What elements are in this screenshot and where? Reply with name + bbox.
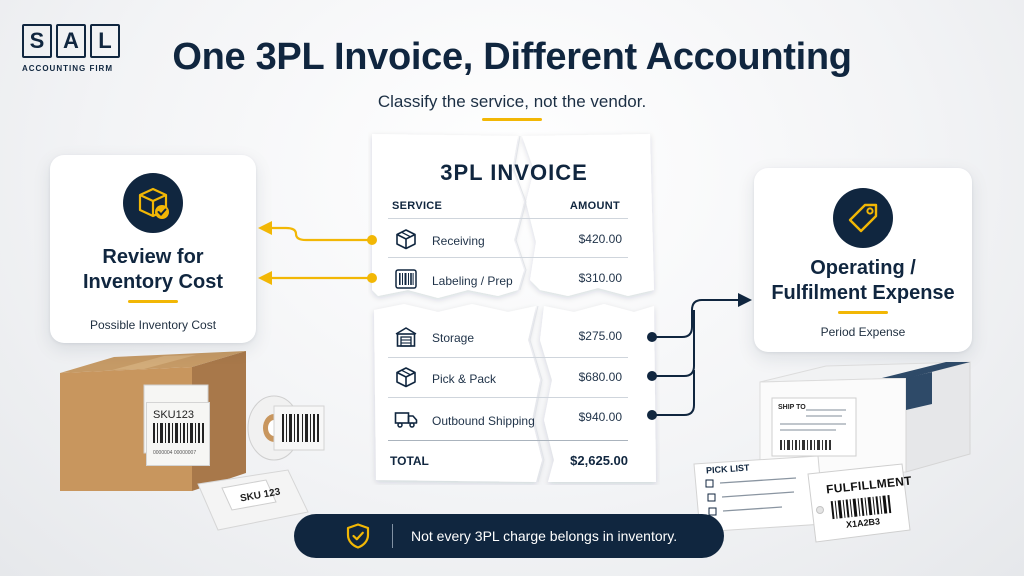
warehouse-icon: [395, 327, 417, 347]
invoice-row-amount: $310.00: [578, 271, 622, 285]
invoice-column-amount: AMOUNT: [569, 200, 620, 212]
invoice-row-label: Storage: [432, 331, 475, 345]
operating-expense-card-title: Operating / Fulfilment Expense: [754, 256, 972, 306]
banner-text: Not every 3PL charge belongs in inventor…: [411, 528, 678, 544]
key-message-banner: Not every 3PL charge belongs in inventor…: [294, 514, 724, 558]
arrow-receiving-to-inventory: [270, 226, 370, 242]
box-icon: [396, 229, 416, 250]
subtitle-underline: [482, 118, 542, 121]
connector-dot: [647, 410, 657, 420]
invoice-row-label: Outbound Shipping: [432, 414, 535, 428]
operating-expense-card: Operating / Fulfilment Expense Period Ex…: [754, 168, 972, 352]
connector-dot: [647, 371, 657, 381]
logo-letter-a: A: [56, 24, 86, 58]
logo-letter-l: L: [90, 24, 120, 58]
invoice-row-label: Receiving: [432, 234, 485, 248]
white-shipping-box-illustration: [759, 361, 971, 475]
invoice-row-divider: [388, 357, 628, 358]
invoice-row-amount: $680.00: [578, 370, 622, 384]
banner-divider: [392, 524, 393, 548]
logo-letter-s: S: [22, 24, 52, 58]
box-check-icon: [123, 173, 183, 233]
box-icon: [396, 367, 416, 388]
arrow-head-right-icon: [738, 293, 752, 307]
invoice-row-amount: $940.00: [578, 410, 622, 424]
connector-dot: [367, 235, 377, 245]
page-subtitle: Classify the service, not the vendor.: [377, 92, 647, 111]
box-sku-text: SKU123: [153, 409, 194, 421]
firm-logo: S A L ACCOUNTING FIRM: [22, 24, 122, 73]
invoice-row-divider: [388, 257, 628, 258]
invoice-row-amount: $275.00: [578, 329, 622, 343]
box-shipping-label: SKU123 0000004 00000007: [146, 402, 210, 466]
invoice-row-amount: $420.00: [578, 232, 622, 246]
arrows-to-expense: [652, 299, 740, 416]
label-roll-illustration: [247, 395, 325, 461]
invoice-row-label: Labeling / Prep: [432, 274, 513, 288]
inventory-cost-card-note: Possible Inventory Cost: [89, 318, 217, 332]
invoice-column-service: SERVICE: [392, 200, 443, 212]
invoice-total-amount: $2,625.00: [570, 453, 628, 468]
inventory-cost-card-title: Review for Inventory Cost: [50, 245, 256, 295]
ship-to-label: SHIP TO: [778, 404, 806, 411]
shield-check-icon: [346, 523, 370, 549]
operating-expense-title-line1: Operating /: [810, 257, 916, 279]
invoice-row-label: Pick & Pack: [432, 372, 497, 386]
arrow-head-left-icon: [258, 221, 272, 235]
invoice-row-divider: [388, 397, 628, 398]
invoice-total-label: TOTAL: [390, 454, 429, 468]
connector-dot: [647, 332, 657, 342]
pick-list-paper-illustration: [693, 455, 825, 533]
operating-expense-card-note: Period Expense: [820, 325, 906, 339]
page-title: One 3PL Invoice, Different Accounting: [172, 36, 852, 78]
card-divider: [838, 311, 888, 314]
inventory-cost-title-line2: Inventory Cost: [82, 271, 224, 293]
barcode-icon: [153, 423, 204, 443]
barcode-icon: [395, 269, 417, 289]
truck-icon: [394, 412, 418, 428]
invoice-sheet: 3PL INVOICE SERVICE AMOUNT Receiving $42…: [368, 130, 660, 485]
invoice-title: 3PL INVOICE: [440, 160, 588, 185]
inventory-cost-title-line1: Review for: [102, 246, 204, 268]
box-label-small-text: 0000004 00000007: [153, 450, 197, 456]
inventory-cost-card: Review for Inventory Cost Possible Inven…: [50, 155, 256, 343]
invoice-total-divider: [388, 440, 628, 441]
arrow-head-left-icon: [258, 271, 272, 285]
operating-expense-title-line2: Fulfilment Expense: [771, 282, 955, 304]
invoice-header-divider: [388, 218, 628, 219]
tag-icon: [833, 188, 893, 248]
poly-pouch-illustration: [197, 469, 309, 531]
logo-subtitle: ACCOUNTING FIRM: [22, 64, 113, 73]
card-divider: [128, 300, 178, 303]
fulfillment-tag-illustration: [807, 463, 911, 543]
connector-dot: [367, 273, 377, 283]
